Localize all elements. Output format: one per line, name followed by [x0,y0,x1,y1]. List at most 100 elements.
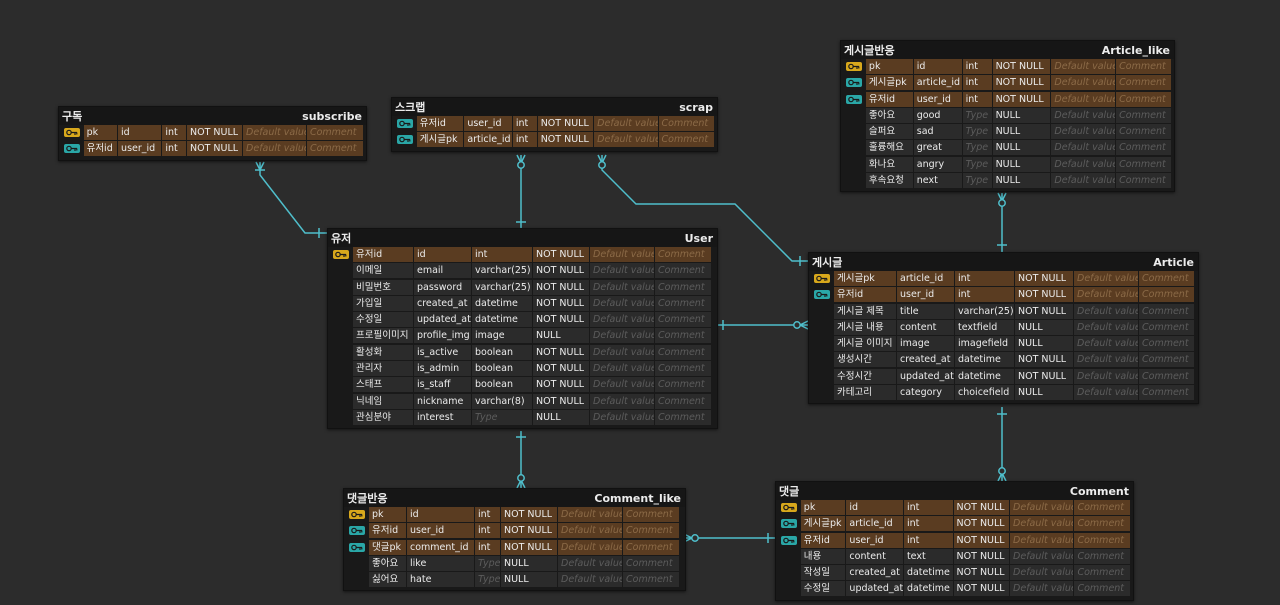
column-nullability[interactable]: NULL [533,328,589,344]
column-nullability[interactable]: NOT NULL [992,59,1051,74]
column-type[interactable]: varchar(25) [472,263,532,279]
column-default-value[interactable]: Default value [558,572,622,588]
column-default-value[interactable]: Default value [243,125,306,140]
column-nullability[interactable]: NOT NULL [953,532,1010,548]
column-name[interactable]: category [897,385,954,401]
column-comment[interactable]: Comment [655,344,711,360]
column-nullability[interactable]: NULL [992,140,1051,156]
column-type[interactable]: Type [475,555,500,571]
column-name[interactable]: good [913,107,962,123]
column-default-value[interactable]: Default value [1074,368,1138,384]
column-name[interactable]: email [414,263,471,279]
column-default-value[interactable]: Default value [1051,156,1116,172]
column-default-value[interactable]: Default value [590,312,654,328]
column-nullability[interactable]: NOT NULL [1015,271,1073,286]
column-nullability[interactable]: NOT NULL [953,516,1010,532]
column-default-value[interactable]: Default value [590,279,654,295]
column-type[interactable]: int [475,507,500,522]
column-nullability[interactable]: NULL [501,555,557,571]
column-name[interactable]: content [897,319,954,335]
column-name[interactable]: id [407,507,474,522]
column-name[interactable]: user_id [407,523,474,539]
column-name[interactable]: updated_at [414,312,471,328]
column-default-value[interactable]: Default value [590,295,654,311]
column-default-value[interactable]: Default value [1051,140,1116,156]
column-name[interactable]: user_id [913,91,962,107]
column-type[interactable]: int [962,75,992,91]
column-comment[interactable]: Comment [1139,336,1194,352]
column-comment[interactable]: Comment [1116,91,1171,107]
column-name[interactable]: article_id [913,75,962,91]
column-nullability[interactable]: NOT NULL [1015,287,1073,303]
column-name[interactable]: hate [407,572,474,588]
column-comment[interactable]: Comment [1074,565,1130,581]
column-default-value[interactable]: Default value [590,393,654,409]
column-nullability[interactable]: NOT NULL [501,539,557,555]
column-comment[interactable]: Comment [1074,500,1130,515]
column-nullability[interactable]: NOT NULL [953,581,1010,597]
column-nullability[interactable]: NOT NULL [992,91,1051,107]
column-default-value[interactable]: Default value [1051,75,1116,91]
column-name[interactable]: comment_id [407,539,474,555]
column-default-value[interactable]: Default value [558,539,622,555]
column-default-value[interactable]: Default value [1074,287,1138,303]
column-default-value[interactable]: Default value [1010,581,1074,597]
column-default-value[interactable]: Default value [558,555,622,571]
column-name[interactable]: angry [913,156,962,172]
column-nullability[interactable]: NOT NULL [1015,352,1073,368]
column-type[interactable]: Type [962,173,992,189]
column-name[interactable]: article_id [846,516,903,532]
column-default-value[interactable]: Default value [590,377,654,393]
column-comment[interactable]: Comment [1116,140,1171,156]
column-nullability[interactable]: NULL [501,572,557,588]
column-comment[interactable]: Comment [1116,107,1171,123]
column-comment[interactable]: Comment [623,523,679,539]
column-comment[interactable]: Comment [1116,75,1171,91]
column-nullability[interactable]: NOT NULL [533,312,589,328]
column-nullability[interactable]: NOT NULL [1015,303,1073,319]
column-name[interactable]: id [118,125,162,140]
column-default-value[interactable]: Default value [594,132,658,148]
column-default-value[interactable]: Default value [1074,336,1138,352]
column-default-value[interactable]: Default value [1051,59,1116,74]
column-default-value[interactable]: Default value [1074,352,1138,368]
column-type[interactable]: int [955,271,1014,286]
column-type[interactable]: Type [472,409,532,425]
column-type[interactable]: boolean [472,361,532,377]
column-comment[interactable]: Comment [1116,59,1171,74]
column-default-value[interactable]: Default value [1051,173,1116,189]
column-comment[interactable]: Comment [1139,319,1194,335]
column-name[interactable]: is_admin [414,361,471,377]
column-comment[interactable]: Comment [1116,156,1171,172]
column-comment[interactable]: Comment [1074,548,1130,564]
column-name[interactable]: article_id [464,132,512,148]
column-nullability[interactable]: NOT NULL [953,548,1010,564]
column-comment[interactable]: Comment [623,572,679,588]
column-comment[interactable]: Comment [658,116,714,131]
column-name[interactable]: is_staff [414,377,471,393]
column-comment[interactable]: Comment [1116,173,1171,189]
column-default-value[interactable]: Default value [1051,91,1116,107]
column-type[interactable]: choicefield [955,385,1014,401]
